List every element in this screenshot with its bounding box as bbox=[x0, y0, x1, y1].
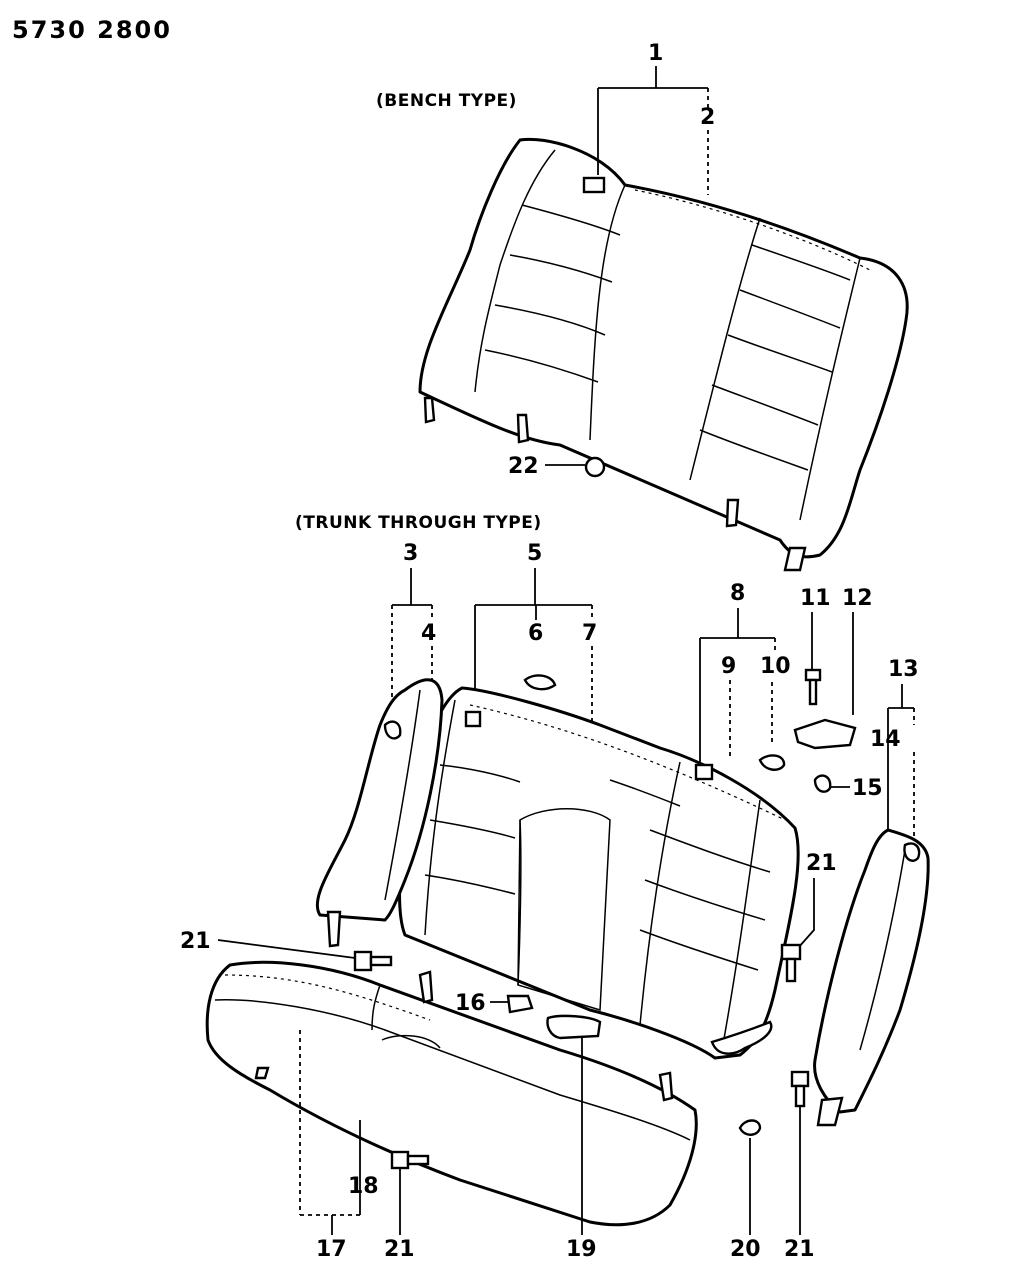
callout-11: 11 bbox=[800, 586, 831, 611]
tag-5 bbox=[464, 710, 482, 728]
bolster-hook-right bbox=[816, 1096, 844, 1127]
callout-3: 3 bbox=[403, 541, 418, 566]
callout-21-bottom-right: 21 bbox=[784, 1237, 815, 1262]
callout-1: 1 bbox=[648, 41, 663, 66]
callout-18: 18 bbox=[348, 1174, 379, 1199]
trunk-through-seat-back bbox=[398, 686, 800, 1060]
bolt-11 bbox=[804, 668, 822, 706]
seat-cushion bbox=[205, 960, 698, 1227]
bench-hook-mid bbox=[516, 413, 530, 444]
callout-20: 20 bbox=[730, 1237, 761, 1262]
leader-10 bbox=[771, 638, 776, 745]
bolster-hook-left bbox=[326, 910, 342, 948]
callout-10: 10 bbox=[760, 654, 791, 679]
leader-1 bbox=[597, 66, 708, 175]
diagram-code: 5730 2800 bbox=[12, 16, 172, 44]
callout-21-right: 21 bbox=[806, 851, 837, 876]
tag-8 bbox=[694, 763, 714, 781]
side-bolster-left bbox=[315, 678, 444, 948]
leader-21-right bbox=[797, 878, 815, 949]
clip-15 bbox=[813, 774, 832, 793]
pivot-right bbox=[710, 1020, 773, 1055]
bolt-21-right bbox=[780, 943, 802, 983]
callout-9: 9 bbox=[721, 654, 736, 679]
clip-16 bbox=[506, 994, 534, 1014]
callout-7: 7 bbox=[582, 621, 597, 646]
caption-bench-type: (BENCH TYPE) bbox=[376, 91, 517, 111]
bench-hook-right bbox=[725, 498, 740, 528]
callout-19: 19 bbox=[566, 1237, 597, 1262]
leader-21-left bbox=[217, 939, 356, 959]
leader-13 bbox=[887, 684, 914, 830]
bench-hook-left bbox=[423, 396, 436, 424]
leader-3 bbox=[392, 568, 432, 606]
clip-20 bbox=[738, 1119, 762, 1136]
latch-19 bbox=[546, 1014, 602, 1040]
callout-6: 6 bbox=[528, 621, 543, 646]
clip-6 bbox=[523, 674, 557, 691]
bolt-21-left bbox=[353, 950, 393, 972]
bench-seat-back bbox=[418, 137, 909, 572]
bench-hook-far-right bbox=[783, 546, 807, 572]
leader-8 bbox=[699, 608, 775, 765]
leader-17-dash bbox=[299, 1030, 360, 1216]
cushion-stud bbox=[254, 1066, 270, 1080]
clip-10 bbox=[758, 754, 786, 771]
callout-22: 22 bbox=[508, 454, 539, 479]
callout-17: 17 bbox=[316, 1237, 347, 1262]
callout-14: 14 bbox=[870, 727, 901, 752]
bolt-21-bottom-right bbox=[790, 1070, 810, 1108]
hook-14 bbox=[903, 842, 921, 862]
callout-2: 2 bbox=[700, 105, 715, 130]
callout-4: 4 bbox=[421, 621, 436, 646]
callout-5: 5 bbox=[527, 541, 542, 566]
bench-tag bbox=[582, 176, 606, 194]
cushion-hook-1 bbox=[418, 970, 434, 1004]
callout-12: 12 bbox=[842, 586, 873, 611]
hinge-bracket-12 bbox=[793, 718, 857, 750]
caption-trunk-through-type: (TRUNK THROUGH TYPE) bbox=[295, 513, 542, 533]
armrest-pocket bbox=[517, 808, 611, 1011]
callout-13: 13 bbox=[888, 657, 919, 682]
cushion-hook-2 bbox=[658, 1071, 674, 1102]
side-bolster-right bbox=[813, 828, 930, 1127]
callout-21-left: 21 bbox=[180, 929, 211, 954]
cap-22 bbox=[584, 456, 606, 478]
callout-8: 8 bbox=[730, 581, 745, 606]
callout-21-bottom: 21 bbox=[384, 1237, 415, 1262]
callout-15: 15 bbox=[852, 776, 883, 801]
callout-16: 16 bbox=[455, 991, 486, 1016]
hook-3 bbox=[383, 720, 402, 740]
